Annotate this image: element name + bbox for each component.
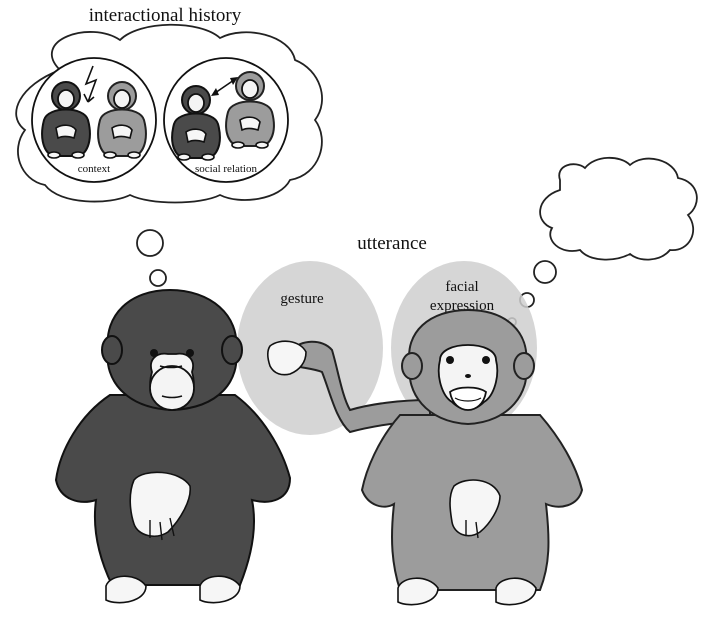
light-ape-right-eye: [482, 356, 490, 364]
facial-label-line1: facial: [445, 279, 478, 295]
interactional-history-title: interactional history: [89, 5, 242, 26]
social-relation-panel: social relation: [163, 57, 289, 183]
gesture-label: gesture: [280, 291, 324, 307]
left-eye: [150, 349, 158, 357]
right-eye: [186, 349, 194, 357]
context-panel: context: [31, 57, 157, 183]
utterance-title: utterance: [357, 233, 427, 254]
lightning-icon: [83, 65, 98, 103]
open-mouth: [449, 386, 487, 411]
social-relation-label: social relation: [195, 163, 258, 175]
double-arrow-icon: [211, 77, 238, 96]
mini-light-ape-social: [225, 71, 275, 149]
mini-light-ape-context: [97, 81, 147, 159]
mini-dark-ape-context: [41, 81, 91, 159]
context-label: context: [78, 163, 110, 175]
empty-thought-bubble: [507, 156, 698, 327]
mini-dark-ape-social: [171, 85, 221, 161]
light-ape-left-eye: [446, 356, 454, 364]
dark-chimpanzee: [54, 288, 292, 604]
light-chimpanzee: [266, 308, 584, 606]
